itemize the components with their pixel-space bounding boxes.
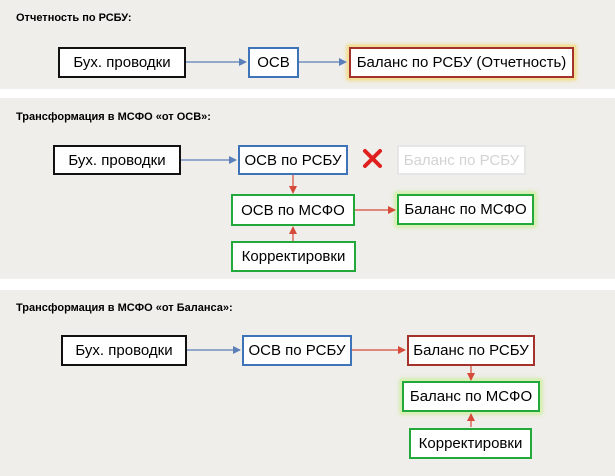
adjustments-box: Корректировки <box>231 241 356 272</box>
osv-rsbu-box: ОСВ по РСБУ <box>238 145 348 175</box>
balance-rsbu-box: Баланс по РСБУ <box>407 335 535 366</box>
entries-box: Бух. проводки <box>58 47 186 78</box>
section-rsbu-reporting: Отчетность по РСБУ: Бух. проводки ОСВ Ба… <box>0 0 615 89</box>
balance-msfo-box: Баланс по МСФО <box>402 381 540 412</box>
section-title: Трансформация в МСФО «от ОСВ»: <box>16 111 211 123</box>
section-title: Трансформация в МСФО «от Баланса»: <box>16 302 233 314</box>
balance-rsbu-reporting-box: Баланс по РСБУ (Отчетность) <box>349 47 574 78</box>
osv-msfo-box: ОСВ по МСФО <box>231 194 355 226</box>
entries-box: Бух. проводки <box>61 335 187 366</box>
balance-rsbu-faded-box: Баланс по РСБУ <box>397 145 526 175</box>
osv-rsbu-box: ОСВ по РСБУ <box>242 335 352 366</box>
adjustments-box: Корректировки <box>409 428 532 459</box>
entries-box: Бух. проводки <box>53 145 181 175</box>
section-msfo-from-osv: Трансформация в МСФО «от ОСВ»: Бух. пров… <box>0 98 615 279</box>
osv-box: ОСВ <box>248 47 299 78</box>
section-msfo-from-balance: Трансформация в МСФО «от Баланса»: Бух. … <box>0 290 615 476</box>
section-title: Отчетность по РСБУ: <box>16 12 132 24</box>
balance-msfo-box: Баланс по МСФО <box>397 194 534 225</box>
